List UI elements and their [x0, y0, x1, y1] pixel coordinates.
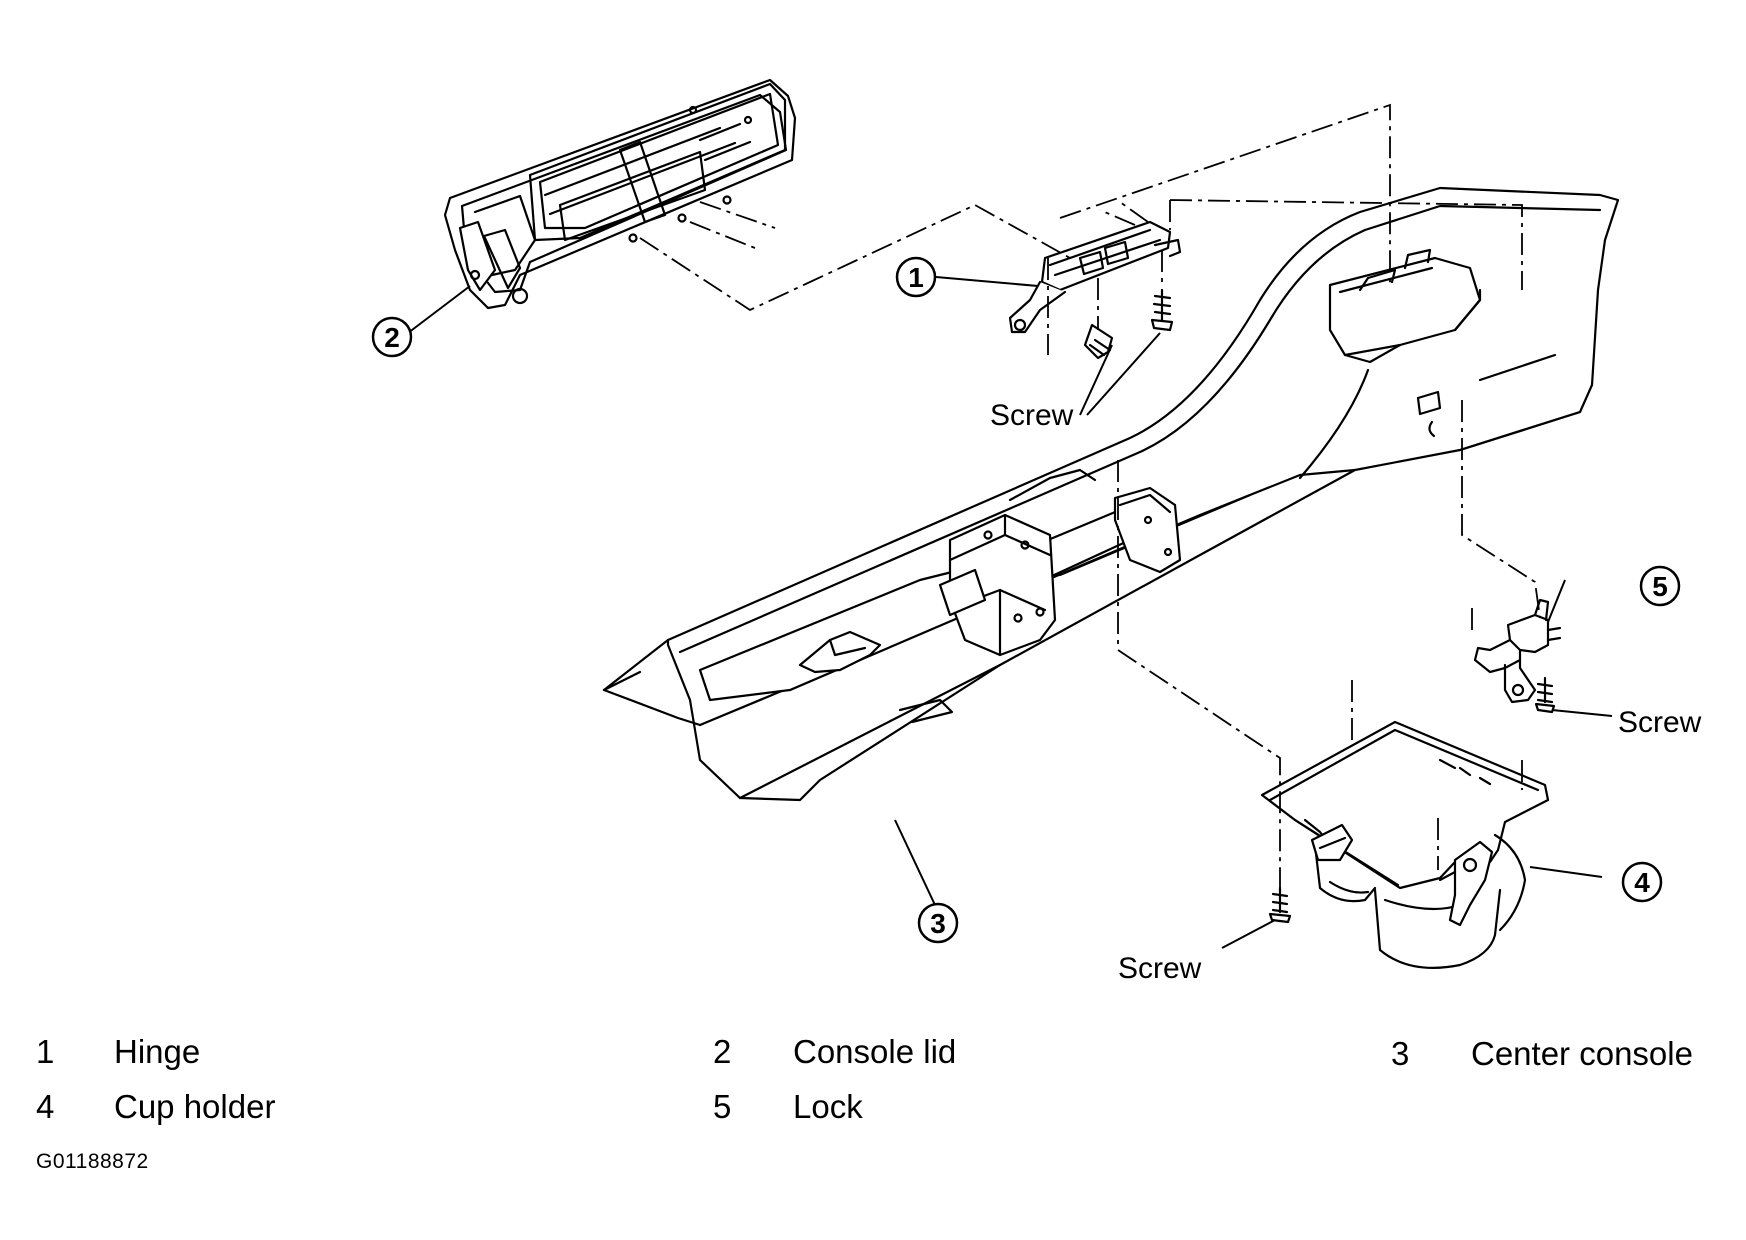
figure-id: G01188872 — [36, 1150, 149, 1173]
screw-label-cup-holder: Screw — [1118, 952, 1202, 985]
callout-2-label: 2 — [384, 322, 400, 353]
leader-lines — [407, 276, 1613, 949]
cup-holder-drawing — [1260, 720, 1550, 969]
callout-1-label: 1 — [908, 262, 924, 293]
center-console-drawing — [602, 186, 1620, 802]
cup-holder-screw-drawing — [1268, 886, 1292, 924]
callout-4-label: 4 — [1634, 867, 1650, 898]
hinge-drawing — [1008, 220, 1182, 334]
screw-label-lock: Screw — [1618, 706, 1702, 739]
callout-4: 4 — [1621, 861, 1663, 903]
alignment-lines — [639, 103, 1541, 888]
lock-drawing — [1473, 598, 1562, 704]
screw-label-hinge: Screw — [990, 399, 1074, 432]
callout-5-label: 5 — [1652, 571, 1668, 602]
callout-5: 5 — [1639, 565, 1681, 607]
hinge-screws-drawing — [1083, 288, 1174, 360]
callout-1: 1 — [895, 256, 937, 298]
callout-3-label: 3 — [930, 908, 946, 939]
console-lid-drawing — [443, 78, 797, 310]
callout-3: 3 — [917, 902, 959, 944]
callout-2: 2 — [371, 316, 413, 358]
lock-screw-drawing — [1534, 676, 1556, 714]
